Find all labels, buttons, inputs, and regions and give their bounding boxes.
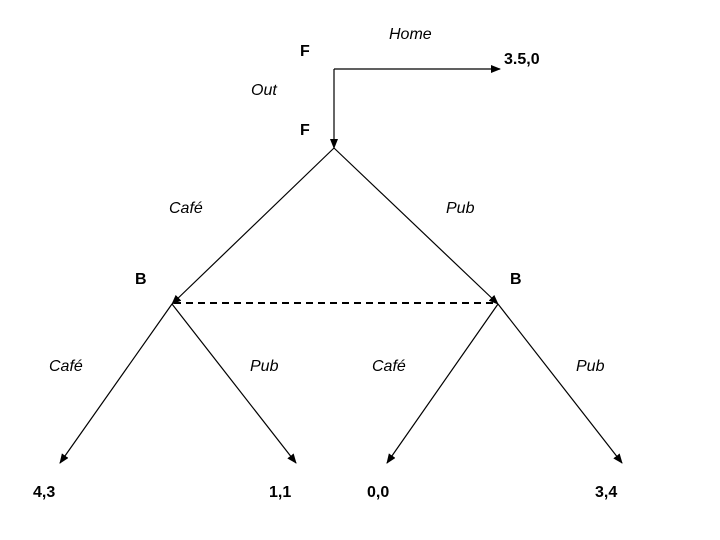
action-label-right-cafe: Café: [372, 358, 406, 375]
left-node-left-edge: [59, 303, 173, 464]
right-node-right-edge: [497, 303, 623, 464]
action-label-home: Home: [389, 26, 432, 43]
first-left-edge: [171, 147, 335, 305]
player-label-b-left: B: [135, 271, 147, 288]
payoff-home: 3.5,0: [504, 51, 540, 68]
first-right-edge: [333, 147, 499, 305]
player-label-b-right: B: [510, 271, 522, 288]
action-label-left-cafe: Café: [49, 358, 83, 375]
player-label-f-second: F: [300, 122, 310, 139]
action-label-left-pub: Pub: [250, 358, 279, 375]
action-label-right-pub: Pub: [576, 358, 605, 375]
player-label-f-top: F: [300, 43, 310, 60]
action-label-out: Out: [251, 82, 277, 99]
action-label-first-pub: Pub: [446, 200, 475, 217]
action-label-first-cafe: Café: [169, 200, 203, 217]
left-node-right-edge: [171, 303, 297, 464]
right-node-left-edge: [386, 303, 499, 464]
payoff-pub-pub: 3,4: [595, 484, 618, 501]
payoff-pub-cafe: 0,0: [367, 484, 390, 501]
payoff-cafe-cafe: 4,3: [33, 484, 56, 501]
payoff-cafe-pub: 1,1: [269, 484, 292, 501]
